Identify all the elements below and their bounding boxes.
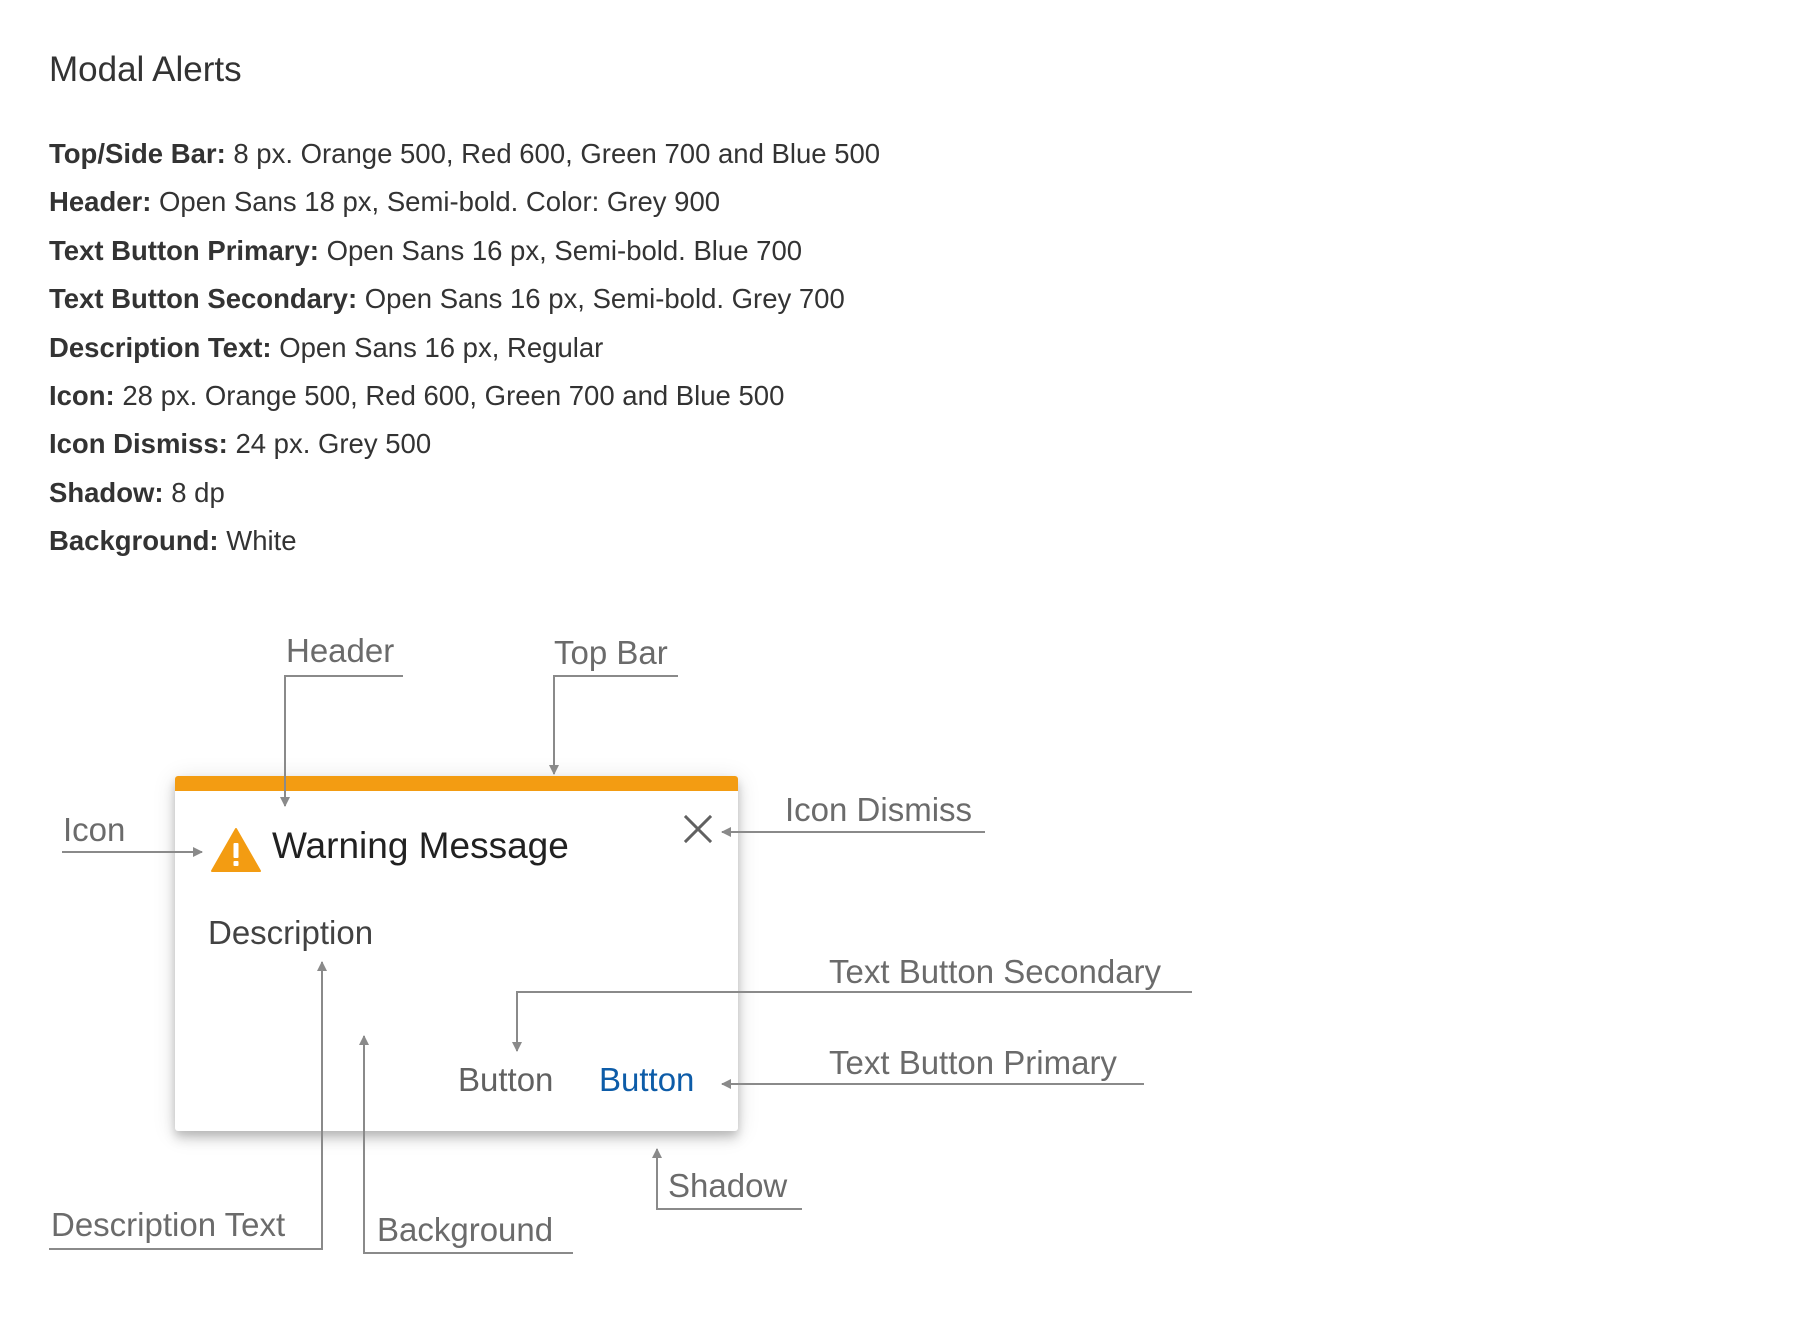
close-icon[interactable] bbox=[683, 814, 713, 844]
warning-triangle-icon bbox=[211, 828, 261, 872]
spec-value: 8 px. Orange 500, Red 600, Green 700 and… bbox=[225, 138, 881, 169]
spec-value: White bbox=[218, 525, 297, 557]
annotation-icon: Icon bbox=[63, 811, 126, 848]
spec-value: Open Sans 16 px, Semi-bold. Blue 700 bbox=[318, 234, 803, 266]
spec-value: 8 dp bbox=[163, 476, 225, 508]
spec-row-header: Header: Open Sans 18 px, Semi-bold. Colo… bbox=[49, 178, 880, 226]
page-title: Modal Alerts bbox=[49, 50, 242, 89]
spec-key: Description Text: bbox=[49, 331, 272, 363]
annotation-icon-dismiss: Icon Dismiss bbox=[785, 791, 973, 828]
spec-list: Top/Side Bar: 8 px. Orange 500, Red 600,… bbox=[49, 130, 880, 566]
annotation-header: Header bbox=[286, 632, 395, 669]
modal-alert: Warning Message Description Button Butto… bbox=[175, 776, 738, 1131]
spec-key: Top/Side Bar: bbox=[49, 138, 226, 169]
primary-button[interactable]: Button bbox=[599, 1061, 695, 1098]
spec-key: Icon: bbox=[49, 379, 115, 411]
spec-value: Open Sans 16 px, Regular bbox=[271, 331, 604, 363]
annotation-description-text: Description Text bbox=[51, 1206, 286, 1243]
secondary-button[interactable]: Button bbox=[458, 1061, 554, 1098]
annotation-text-button-primary: Text Button Primary bbox=[829, 1044, 1117, 1081]
annotation-text-button-secondary: Text Button Secondary bbox=[829, 953, 1162, 990]
spec-key: Shadow: bbox=[49, 476, 164, 508]
modal-description: Description bbox=[208, 914, 374, 951]
spec-value: 28 px. Orange 500, Red 600, Green 700 an… bbox=[114, 379, 785, 411]
annotation-top-bar: Top Bar bbox=[554, 634, 668, 671]
top-bar-leader bbox=[549, 675, 678, 775]
spec-key: Icon Dismiss: bbox=[49, 428, 228, 460]
modal-top-bar bbox=[175, 776, 738, 791]
spec-row-top-side-bar: Top/Side Bar: 8 px. Orange 500, Red 600,… bbox=[49, 130, 880, 178]
annotation-background: Background bbox=[377, 1211, 554, 1248]
spec-key: Header: bbox=[49, 186, 152, 218]
spec-row-text-button-primary: Text Button Primary: Open Sans 16 px, Se… bbox=[49, 227, 880, 275]
spec-row-shadow: Shadow: 8 dp bbox=[49, 469, 880, 517]
spec-value: Open Sans 16 px, Semi-bold. Grey 700 bbox=[357, 283, 845, 315]
spec-key: Text Button Secondary: bbox=[49, 283, 358, 315]
modal-header: Warning Message bbox=[272, 825, 569, 866]
spec-row-icon-dismiss: Icon Dismiss: 24 px. Grey 500 bbox=[49, 420, 880, 468]
spec-row-description-text: Description Text: Open Sans 16 px, Regul… bbox=[49, 324, 880, 372]
spec-row-background: Background: White bbox=[49, 517, 880, 565]
spec-value: 24 px. Grey 500 bbox=[227, 428, 432, 460]
spec-key: Background: bbox=[49, 525, 219, 557]
spec-row-icon: Icon: 28 px. Orange 500, Red 600, Green … bbox=[49, 372, 880, 420]
spec-key: Text Button Primary: bbox=[49, 234, 319, 266]
spec-value: Open Sans 18 px, Semi-bold. Color: Grey … bbox=[151, 186, 721, 218]
spec-row-text-button-secondary: Text Button Secondary: Open Sans 16 px, … bbox=[49, 275, 880, 323]
annotation-shadow: Shadow bbox=[668, 1167, 788, 1204]
